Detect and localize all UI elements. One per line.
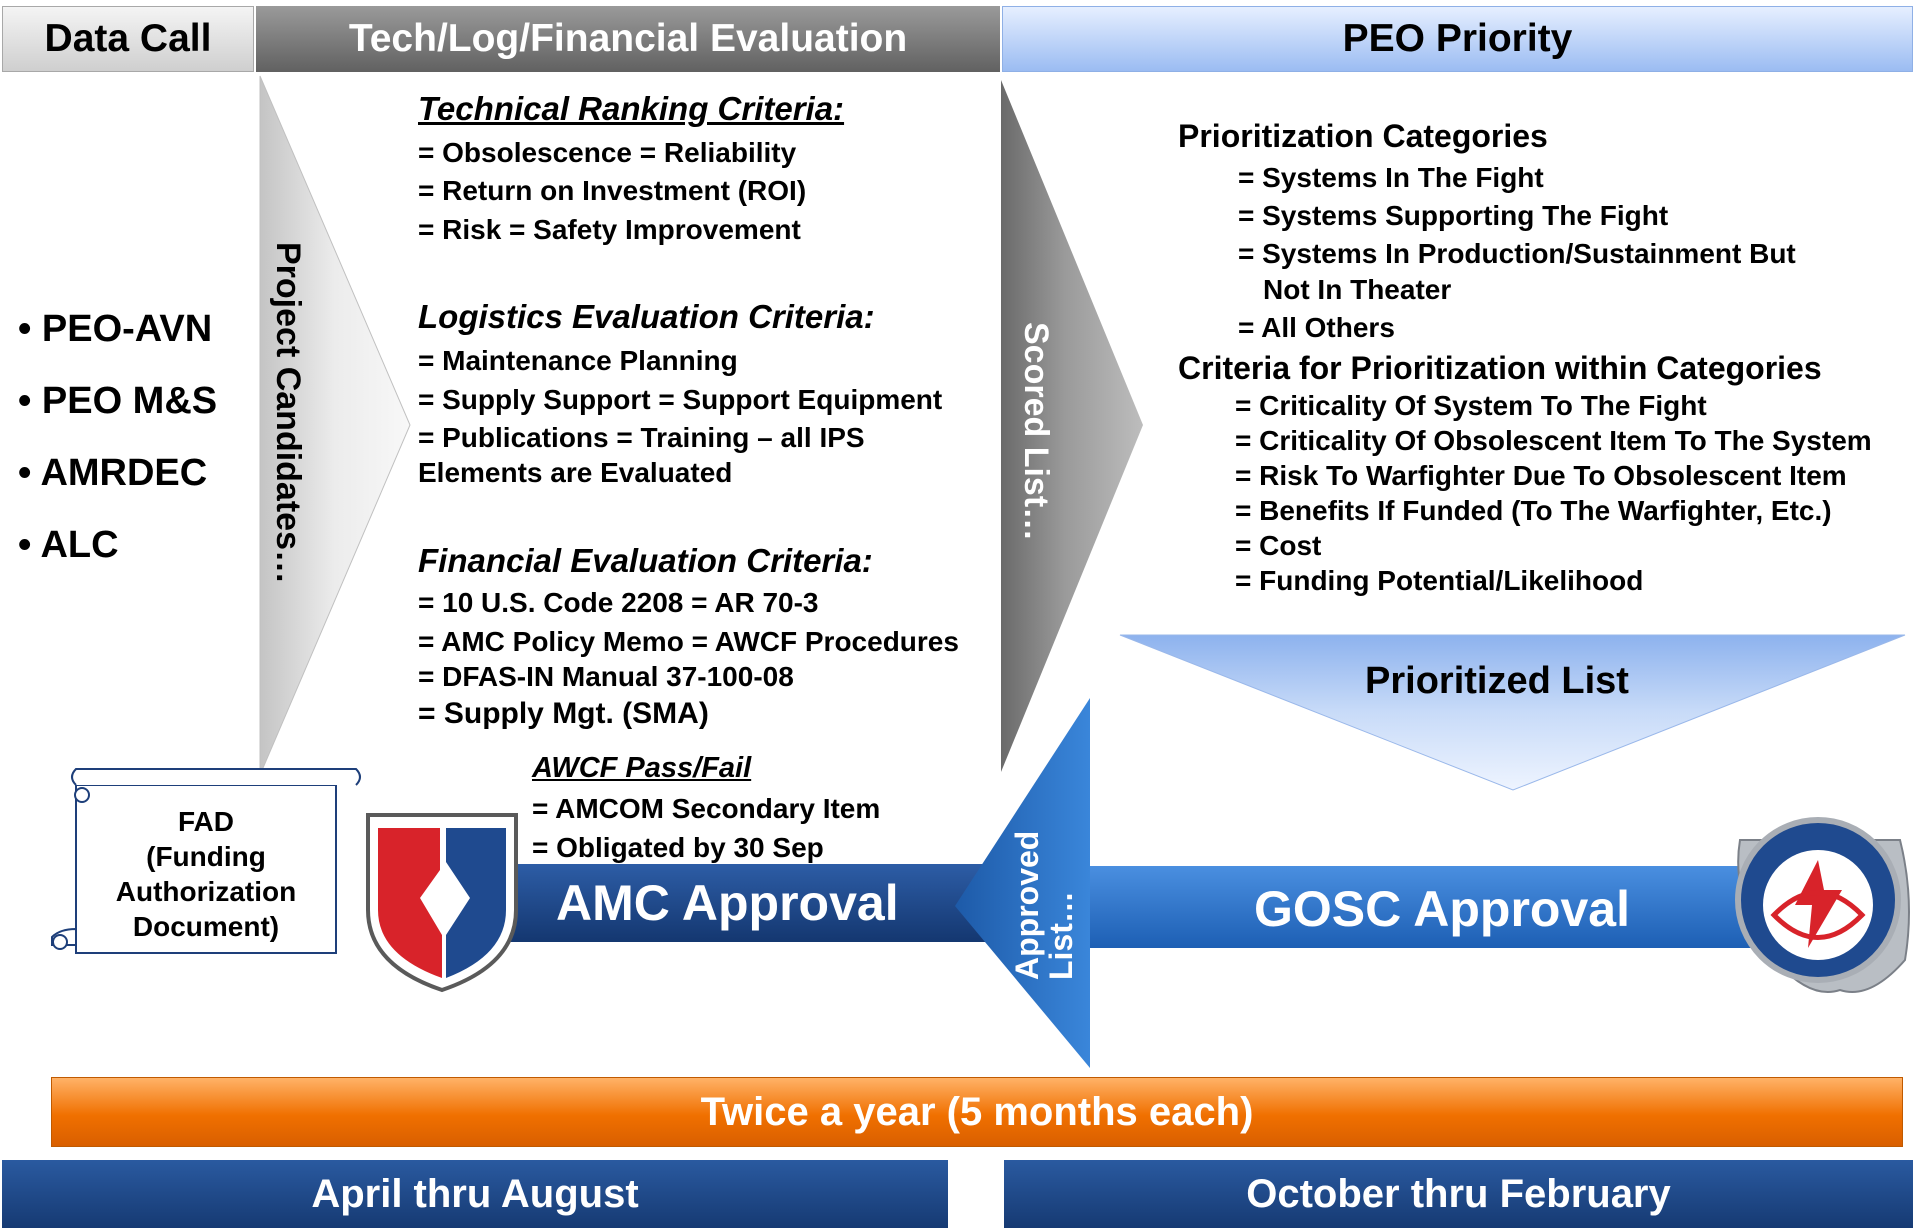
header-data-call: Data Call — [2, 6, 254, 72]
logistics-line: Elements are Evaluated — [418, 457, 733, 488]
technical-line: = Risk = Safety Improvement — [418, 214, 801, 245]
awcf-title: AWCF Pass/Fail — [532, 752, 752, 784]
awcf-line: = AMCOM Secondary Item — [532, 793, 881, 824]
header-peo-priority: PEO Priority — [1002, 6, 1913, 72]
amc-shield-logo — [366, 813, 518, 993]
technical-line: = Obsolescence = Reliability — [418, 137, 797, 168]
fad-text: FAD (Funding Authorization Document) — [86, 804, 326, 944]
criteria-item: = Criticality Of System To The Fight — [1235, 390, 1707, 421]
logistics-criteria-title: Logistics Evaluation Criteria: — [418, 298, 875, 335]
financial-line: = 10 U.S. Code 2208 = AR 70-3 — [418, 587, 819, 618]
source-peo-ms: • PEO M&S — [18, 380, 218, 422]
project-candidates-label: Project Candidates… — [269, 242, 307, 584]
financial-line: = AMC Policy Memo = AWCF Procedures — [418, 626, 959, 657]
source-alc: • ALC — [18, 524, 119, 566]
approved-list-arrow — [955, 698, 1090, 1068]
frequency-bar: Twice a year (5 months each) — [51, 1077, 1903, 1147]
period-april-august: April thru August — [2, 1160, 948, 1228]
scored-list-label: Scored List… — [1017, 322, 1055, 542]
prioritized-list-label: Prioritized List — [1365, 660, 1629, 702]
criteria-item: = Cost — [1235, 530, 1322, 561]
fad-scroll — [51, 768, 361, 954]
financial-criteria-title: Financial Evaluation Criteria: — [418, 542, 873, 579]
logistics-line: = Publications = Training – all IPS — [418, 422, 865, 453]
gosc-approval-bar — [1085, 866, 1775, 948]
financial-line: = Supply Mgt. (SMA) — [418, 697, 709, 730]
logistics-line: = Supply Support = Support Equipment — [418, 384, 943, 415]
categories-title: Prioritization Categories — [1178, 118, 1548, 154]
technical-line: = Return on Investment (ROI) — [418, 175, 807, 206]
logistics-line: = Maintenance Planning — [418, 345, 738, 376]
financial-line: = DFAS-IN Manual 37-100-08 — [418, 661, 794, 692]
fad-line: FAD — [178, 806, 234, 837]
amc-approval-bar — [470, 864, 1015, 942]
gosc-seal-logo — [1735, 817, 1910, 993]
category-item: = Systems In Production/Sustainment But — [1238, 238, 1796, 269]
gosc-approval-label: GOSC Approval — [1254, 881, 1630, 937]
criteria-item: = Criticality Of Obsolescent Item To The… — [1235, 425, 1872, 456]
amc-approval-label: AMC Approval — [556, 875, 899, 931]
criteria-item: = Funding Potential/Likelihood — [1235, 565, 1644, 596]
category-item: = Systems Supporting The Fight — [1238, 200, 1669, 231]
category-item: = Systems In The Fight — [1238, 162, 1544, 193]
source-peo-avn: • PEO-AVN — [18, 308, 213, 350]
criteria-item: = Benefits If Funded (To The Warfighter,… — [1235, 495, 1832, 526]
fad-line: Authorization — [115, 876, 297, 907]
header-evaluation: Tech/Log/Financial Evaluation — [256, 6, 1000, 72]
criteria-title: Criteria for Prioritization within Categ… — [1178, 350, 1822, 386]
category-item: = All Others — [1238, 312, 1395, 343]
criteria-item: = Risk To Warfighter Due To Obsolescent … — [1235, 460, 1847, 491]
prioritized-list-arrow — [1119, 634, 1906, 791]
approved-list-label: Approved List… — [1009, 830, 1079, 980]
project-candidates-arrow — [259, 75, 411, 776]
period-october-february: October thru February — [1004, 1160, 1913, 1228]
technical-criteria-title: Technical Ranking Criteria: — [418, 90, 845, 127]
fad-line: (Funding — [146, 841, 266, 872]
awcf-line: = Obligated by 30 Sep — [532, 832, 824, 863]
category-item: Not In Theater — [1263, 274, 1452, 305]
source-amrdec: • AMRDEC — [18, 452, 208, 494]
scored-list-arrow — [1001, 80, 1143, 772]
fad-line: Document) — [132, 911, 280, 942]
